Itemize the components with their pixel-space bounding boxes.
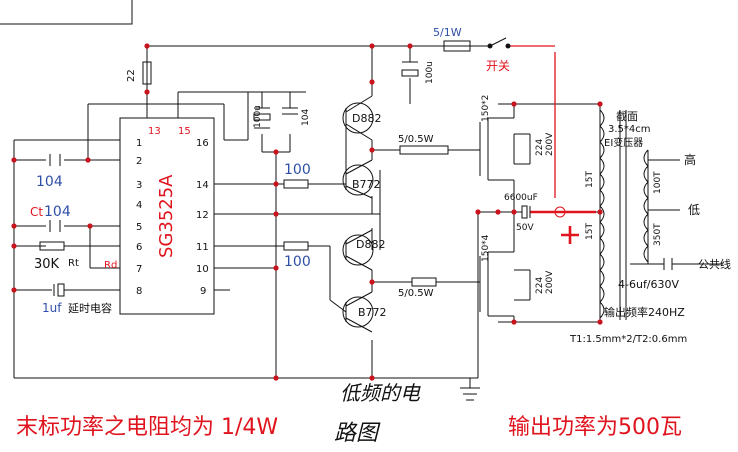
ic-pin-1: 1 [136, 138, 142, 149]
cap-100u-top-body [401, 69, 419, 77]
svg-text:15T: 15T [585, 223, 595, 240]
q-b772-upper [342, 164, 374, 196]
svg-text:224: 224 [535, 139, 545, 156]
plus-icon [561, 226, 579, 244]
svg-text:12: 12 [196, 210, 209, 221]
footer-note-right: 输出功率为500瓦 [508, 415, 682, 440]
svg-text:5/0.5W: 5/0.5W [398, 134, 434, 145]
svg-text:100u: 100u [425, 61, 435, 84]
resistor-22 [142, 61, 152, 85]
svg-text:EI变压器: EI变压器 [604, 136, 643, 149]
svg-text:Rt: Rt [68, 258, 79, 269]
svg-text:8: 8 [136, 286, 142, 297]
svg-text:5: 5 [136, 222, 142, 233]
resistor-5-1w [443, 40, 471, 52]
svg-text:15T: 15T [585, 171, 595, 188]
svg-text:9: 9 [200, 286, 206, 297]
svg-text:100: 100 [284, 254, 311, 270]
svg-text:6: 6 [136, 242, 142, 253]
svg-text:16: 16 [196, 138, 209, 149]
svg-text:7: 7 [136, 264, 142, 275]
svg-text:6600uF: 6600uF [504, 193, 538, 203]
svg-text:11: 11 [196, 242, 209, 253]
svg-text:100: 100 [284, 162, 311, 178]
svg-text:100u: 100u [253, 105, 263, 128]
svg-text:350T: 350T [653, 223, 663, 246]
switch-contact-b [505, 43, 511, 49]
svg-text:2: 2 [136, 156, 142, 167]
q-d882-upper [342, 102, 374, 134]
q-b772-lower [342, 296, 374, 328]
svg-text:104: 104 [36, 174, 63, 190]
svg-text:4: 4 [136, 200, 142, 211]
svg-text:22: 22 [126, 69, 137, 82]
svg-text:3: 3 [136, 180, 142, 191]
ic-body [119, 117, 215, 315]
svg-text:T1:1.5mm*2/T2:0.6mm: T1:1.5mm*2/T2:0.6mm [569, 334, 687, 345]
resistor-5-1w-label: 5/1W [433, 26, 462, 39]
switch-lever [489, 37, 507, 47]
diagram-title-b: 路图 [334, 421, 381, 446]
junction-dots [11, 43, 603, 381]
svg-text:B772: B772 [352, 178, 381, 191]
svg-text:100T: 100T [653, 171, 663, 194]
switch-label: 开关 [486, 59, 510, 73]
footer-note-left: 末标功率之电阻均为 1/4W [16, 415, 278, 440]
diagram-title-a: 低频的电 [340, 381, 421, 405]
ic-name: SG3525A [156, 174, 177, 258]
svg-text:高: 高 [684, 152, 696, 167]
ic-pin-15: 15 [178, 126, 191, 137]
svg-text:公共线: 公共线 [698, 257, 731, 271]
svg-text:3.5*4cm: 3.5*4cm [608, 124, 651, 135]
svg-text:延时电容: 延时电容 [68, 301, 112, 315]
svg-text:224: 224 [535, 277, 545, 294]
svg-text:B772: B772 [358, 306, 387, 319]
svg-text:150*4: 150*4 [481, 234, 491, 262]
frame-corner [0, 0, 133, 25]
svg-text:截面: 截面 [616, 109, 638, 123]
svg-text:低: 低 [688, 203, 700, 217]
svg-text:30K: 30K [34, 257, 60, 272]
components [39, 37, 673, 401]
svg-text:104: 104 [301, 109, 311, 126]
svg-text:150*2: 150*2 [481, 95, 491, 122]
q-d882-lower [342, 234, 374, 266]
svg-text:10: 10 [196, 264, 209, 275]
labels: 1 2 3 4 5 6 7 8 13 15 16 14 12 11 10 9 S… [16, 26, 731, 446]
svg-text:14: 14 [196, 180, 209, 191]
svg-text:1uf: 1uf [42, 301, 62, 315]
svg-text:D882: D882 [352, 112, 381, 125]
svg-text:50V: 50V [516, 223, 534, 233]
svg-text:104: 104 [44, 204, 71, 220]
red-supply-wire [508, 45, 596, 214]
svg-text:4-6uf/630V: 4-6uf/630V [618, 278, 680, 291]
svg-text:5/0.5W: 5/0.5W [398, 288, 434, 299]
svg-text:200V: 200V [545, 270, 555, 294]
center-tap-junction [554, 206, 566, 218]
svg-text:Rd: Rd [104, 260, 117, 271]
svg-text:200V: 200V [545, 132, 555, 156]
svg-text:D882: D882 [356, 238, 385, 251]
svg-text:输出频率240HZ: 输出频率240HZ [604, 305, 685, 319]
svg-text:Ct: Ct [30, 205, 43, 219]
ic-pin-13: 13 [148, 126, 161, 137]
